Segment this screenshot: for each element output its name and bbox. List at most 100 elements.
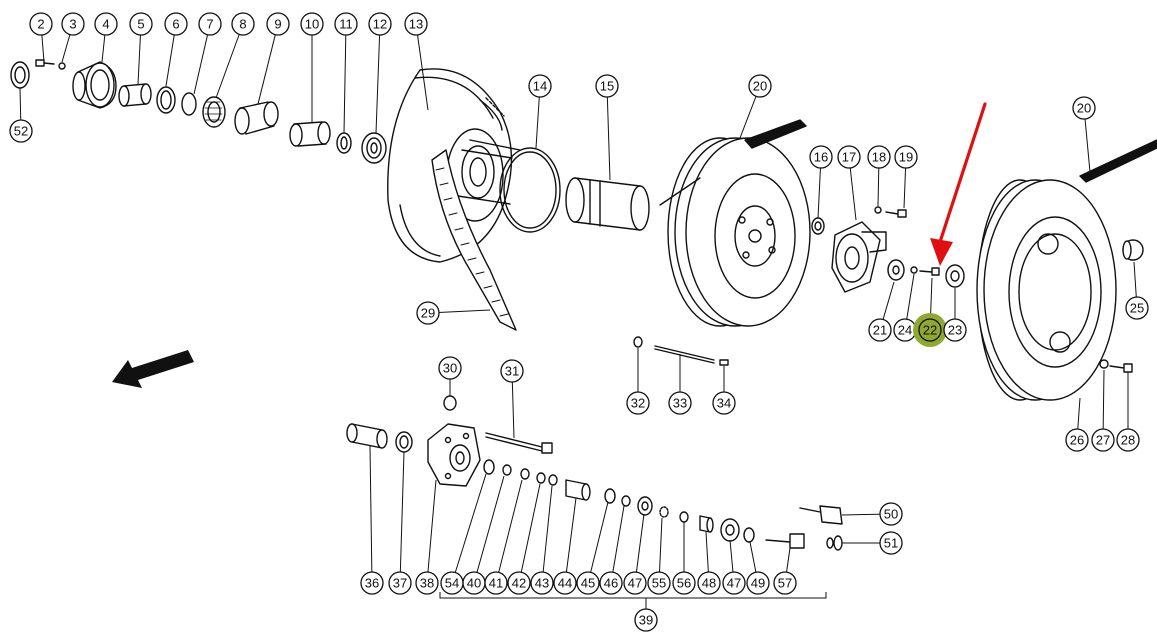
- callout-number: 33: [673, 396, 687, 411]
- callout-41: 41: [484, 571, 508, 595]
- callout-48: 48: [697, 571, 721, 595]
- callout-bubble: [868, 318, 892, 342]
- callout-bubble: [334, 12, 358, 36]
- part-ring-46: [621, 495, 631, 507]
- highlight-marker: [913, 313, 947, 347]
- part-sleeve-10: [289, 121, 331, 147]
- callout-number: 16: [814, 150, 828, 165]
- callout-44: 44: [553, 571, 577, 595]
- part-bolt-22: [919, 267, 940, 276]
- callout-bubble: [438, 356, 462, 380]
- part-fitting-44: [565, 479, 591, 501]
- callout-number: 24: [898, 323, 912, 338]
- callout-bubble: [61, 12, 85, 36]
- callout-bubble: [746, 571, 770, 595]
- callout-24: 24: [893, 318, 917, 342]
- callout-36: 36: [360, 571, 384, 595]
- part-bushing-48: [699, 515, 714, 533]
- leader-line-36: [369, 445, 373, 584]
- callout-number: 47: [727, 576, 741, 591]
- leader-line-46: [610, 505, 625, 584]
- callout-14: 14: [528, 74, 552, 98]
- part-ring-37: [395, 431, 413, 453]
- callout-bubble: [809, 145, 833, 169]
- callout-bubble: [300, 12, 324, 36]
- callout-number: 31: [505, 364, 519, 379]
- part-ring-56: [679, 511, 689, 523]
- callout-bubble: [553, 571, 577, 595]
- callout-10: 10: [300, 12, 324, 36]
- part-fitting-50: [799, 505, 843, 525]
- callout-number: 20: [1077, 101, 1091, 116]
- callout-25: 25: [1125, 296, 1149, 320]
- callout-bubble: [500, 359, 524, 383]
- callout-number: 38: [420, 576, 434, 591]
- callout-number: 45: [581, 576, 595, 591]
- callout-bubble: [29, 12, 53, 36]
- part-vpulley-20a: [659, 119, 811, 327]
- part-nut-21: [887, 259, 905, 281]
- part-bearing-47a: [637, 496, 653, 516]
- callout-29: 29: [416, 301, 440, 325]
- callout-bubble: [773, 571, 797, 595]
- callout-bubble: [1125, 296, 1149, 320]
- callout-number: 52: [14, 124, 28, 139]
- group-bracket-39: [439, 592, 827, 608]
- callout-bubble: [266, 12, 290, 36]
- part-sleeve-9: [234, 101, 279, 135]
- callout-number: 20: [753, 79, 767, 94]
- leader-line-44: [564, 497, 577, 584]
- callout-bubble: [507, 571, 531, 595]
- callout-number: 23: [948, 323, 962, 338]
- callout-number: 4: [102, 17, 109, 32]
- callout-bubble: [484, 571, 508, 595]
- leader-lines: [19, 23, 1138, 620]
- callout-bubble: [1116, 428, 1140, 452]
- callout-bubble: [599, 571, 623, 595]
- callout-bubble: [647, 571, 671, 595]
- part-washer-18: [874, 206, 882, 214]
- callout-bubble: [1065, 428, 1089, 452]
- callout-number: 42: [512, 576, 526, 591]
- leader-line-42: [518, 483, 541, 584]
- callout-bubble: [623, 571, 647, 595]
- part-bushing-5: [118, 83, 152, 107]
- callout-bubble: [697, 571, 721, 595]
- callout-bubble: [530, 571, 554, 595]
- callout-33: 33: [668, 391, 692, 415]
- callout-bubble: [129, 12, 153, 36]
- part-ring-43: [548, 474, 558, 486]
- direction-arrow-icon: [112, 350, 194, 388]
- callout-19: 19: [894, 145, 918, 169]
- callout-37: 37: [388, 571, 412, 595]
- callout-bubble: [1091, 428, 1115, 452]
- leader-line-9: [257, 23, 279, 105]
- part-screw-2: [35, 59, 55, 67]
- leader-line-54: [451, 473, 487, 584]
- callout-4: 4: [94, 12, 118, 36]
- callout-number: 11: [339, 17, 353, 32]
- part-toothed-belt-29: [431, 97, 517, 331]
- callout-bubble: [879, 531, 903, 555]
- callout-bubble: [9, 119, 33, 143]
- callout-number: 47: [628, 576, 642, 591]
- callout-28: 28: [1116, 428, 1140, 452]
- part-washer-3: [58, 62, 66, 70]
- callout-54: 54: [440, 571, 464, 595]
- callout-number: 8: [239, 17, 246, 32]
- part-flange-38: [427, 423, 481, 487]
- callout-number: 43: [535, 576, 549, 591]
- callout-42: 42: [507, 571, 531, 595]
- part-pin-34: [719, 359, 729, 366]
- callout-bubble: [415, 571, 439, 595]
- callout-30: 30: [438, 356, 462, 380]
- callout-8: 8: [231, 12, 255, 36]
- leader-line-45: [587, 501, 609, 584]
- callout-number: 36: [365, 576, 379, 591]
- callout-number: 28: [1121, 433, 1135, 448]
- part-ring-49: [743, 527, 755, 543]
- callout-number: 22: [923, 323, 937, 338]
- callout-number: 46: [604, 576, 618, 591]
- callout-47: 47: [722, 571, 746, 595]
